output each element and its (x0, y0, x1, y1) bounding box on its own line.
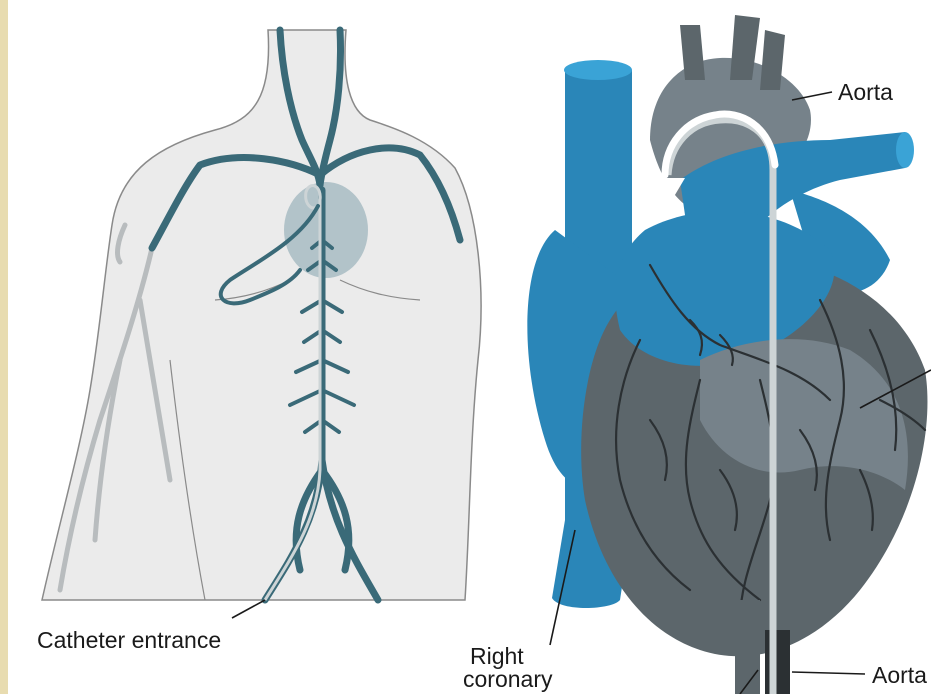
body-figure (42, 30, 481, 600)
torso-silhouette (42, 30, 481, 600)
leader-catheter-entrance (232, 600, 265, 618)
leader-aorta-bottom (792, 672, 865, 674)
label-aorta-top: Aorta (838, 79, 893, 105)
label-right-coronary-line2: coronary (463, 666, 553, 692)
label-catheter-entrance: Catheter entrance (37, 627, 221, 653)
label-aorta-bottom: Aorta (872, 662, 927, 688)
